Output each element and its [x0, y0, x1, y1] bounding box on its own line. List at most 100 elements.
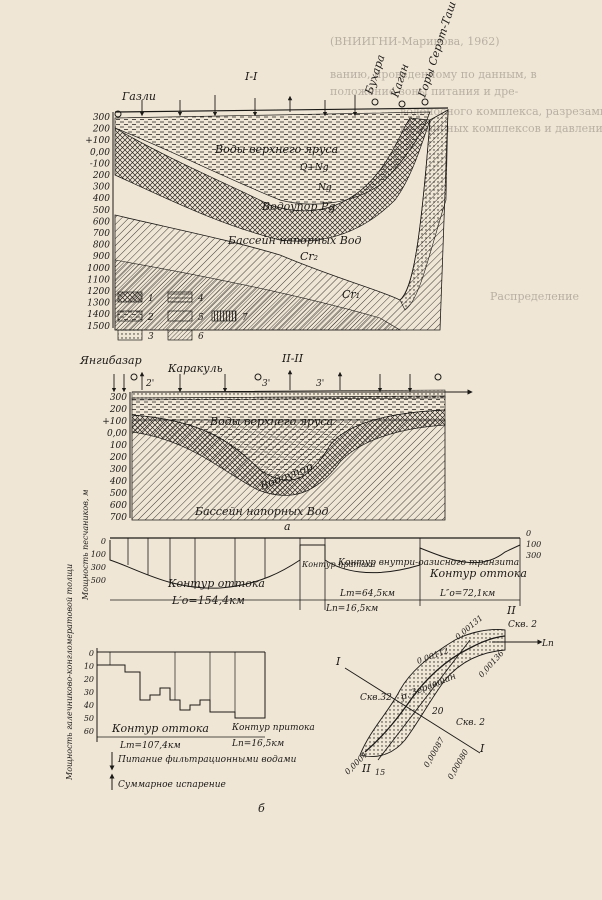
layer-upper-waters-2 [131, 395, 446, 481]
section-line-I [344, 667, 481, 754]
depth-tick: 900 [93, 252, 110, 262]
depth-tick: 0,00 [107, 429, 127, 439]
depth-tick: 0 [101, 537, 106, 546]
label-ng: Ng [317, 183, 332, 193]
profile-a-ylabel: Мощность песчаников, м [81, 489, 90, 601]
depth-tick: 300 [93, 183, 110, 193]
depth-tick: 100 [526, 540, 541, 549]
cross-section-1: I-I 300200+1000,00-100200300400500600700… [85, 0, 458, 332]
legend-num: 4 [197, 294, 204, 304]
length-lo1: L′o=154,4км [171, 594, 245, 607]
length-lt: Lт=64,5км [339, 589, 395, 599]
depth-tick: 400 [109, 477, 127, 487]
well-2-top: Скв. 2 [508, 620, 537, 630]
bleed-line: (ВНИИГНИ-Маринова, 1962) [330, 35, 500, 48]
iso-0-00080: 0,00080 [446, 748, 470, 781]
section-I-left: I [335, 655, 341, 668]
well-32: Скв.32 [360, 693, 392, 703]
caption-a: а [284, 520, 291, 533]
depth-tick: 600 [110, 501, 127, 511]
depth-tick: 300 [110, 393, 127, 403]
layer-dotted-east [399, 109, 449, 311]
legend-num: 7 [242, 313, 248, 323]
label-basin-2: Бассейн напорных Вод [194, 505, 328, 518]
depth-tick: 700 [93, 229, 110, 239]
well-3prime-b: 3' [316, 379, 324, 389]
depth-tick: 10 [84, 662, 94, 671]
depth-tick: 50 [84, 714, 94, 723]
section-1-depth-axis: 300200+1000,00-1002003004005006007008009… [85, 113, 110, 332]
length-lo2: L″o=72,1км [439, 589, 495, 599]
depth-tick: 300 [526, 551, 541, 560]
contour-inflow-b: Контур притока [231, 723, 315, 733]
depth-tick: 600 [93, 217, 110, 227]
section-I-right: I [479, 742, 485, 755]
contour-transit: Контур внутри-оазисного транзита [337, 558, 519, 568]
map-ln: Lп [541, 639, 554, 649]
depth-tick: 40 [83, 701, 94, 710]
section-line-II [377, 639, 471, 761]
depth-tick: +100 [85, 136, 110, 146]
label-aquitard-pg: Водоупор Pg [261, 200, 335, 213]
place-gazli: Газли [121, 90, 156, 103]
length-lt-b: Lт=107,4км [119, 741, 181, 751]
contour-outflow-left: Контур оттока [167, 577, 265, 590]
legend-num: 5 [198, 313, 204, 323]
section-2-title: II-II [281, 352, 304, 365]
depth-tick: 200 [92, 171, 110, 181]
depth-tick: 300 [93, 113, 110, 123]
profile-a-right-axis: 0 100 300 [526, 529, 541, 560]
bleed-line: водоносного комплекса, разрезами, [400, 105, 602, 118]
depth-tick: 200 [109, 405, 127, 415]
depth-tick: 1000 [87, 264, 110, 274]
depth-tick: 500 [110, 489, 127, 499]
depth-tick: 1500 [87, 322, 110, 332]
depth-tick: +100 [102, 417, 127, 427]
profile-conglomerate: Мощность галечниково-конгломератовой тол… [65, 564, 315, 815]
well-2-bottom: Скв. 2 [456, 718, 485, 728]
background-bleed-text: (ВНИИГНИ-Маринова, 1962) ванию, проведен… [330, 35, 602, 303]
depth-tick: 100 [91, 550, 106, 559]
bleed-line: положение зоны питания и дре- [330, 85, 519, 98]
place-karakul: Каракуль [167, 362, 223, 375]
depth-tick: 1300 [87, 299, 110, 309]
contour-inflow: Контур притока [301, 560, 376, 569]
section-II-top: II [506, 604, 516, 617]
map-zeravshan: 0,00131 0,00112 0,00136 0,0004 0,00087 0… [335, 604, 554, 781]
profile-b-steps [96, 652, 266, 719]
river-line [364, 635, 506, 753]
depth-tick: 400 [92, 194, 110, 204]
depth-tick: -100 [90, 159, 110, 169]
depth-tick: 0 [89, 649, 94, 658]
depth-tick: 1400 [87, 310, 110, 320]
legend-recharge: Питание фильтрационными водами [117, 755, 297, 765]
contour-outflow-b: Контур оттока [111, 722, 209, 735]
section-1-title: I-I [244, 70, 258, 83]
valley-outline [359, 629, 506, 757]
label-q-ng: Q+Ng [300, 163, 329, 173]
label-cr2: Cr₂ [300, 250, 318, 263]
well-3prime: 3' [262, 379, 270, 389]
depth-tick: 700 [110, 513, 127, 523]
label-upper-waters-2: Воды верхнего яруса [209, 415, 333, 428]
section-II-bottom: II [361, 762, 371, 775]
caption-b: б [258, 802, 265, 815]
legend-num: 3 [148, 332, 154, 342]
bleed-line: ванию, проведенному по данным, в [330, 68, 537, 81]
depth-tick: 0 [526, 529, 531, 538]
depth-tick: 300 [110, 465, 127, 475]
length-ln-b: Lп=16,5км [231, 739, 284, 749]
label-cr1: Cr₁ [342, 288, 360, 301]
depth-tick: 200 [92, 125, 110, 135]
depth-tick: 1100 [87, 275, 110, 285]
depth-tick: 60 [84, 727, 94, 736]
legend-evaporation: Суммарное испарение [118, 780, 226, 790]
iso-0-00087: 0,00087 [422, 735, 447, 769]
legend-num: 6 [198, 332, 204, 342]
bleed-line: Распределение [490, 290, 579, 303]
depth-tick: 200 [109, 453, 127, 463]
